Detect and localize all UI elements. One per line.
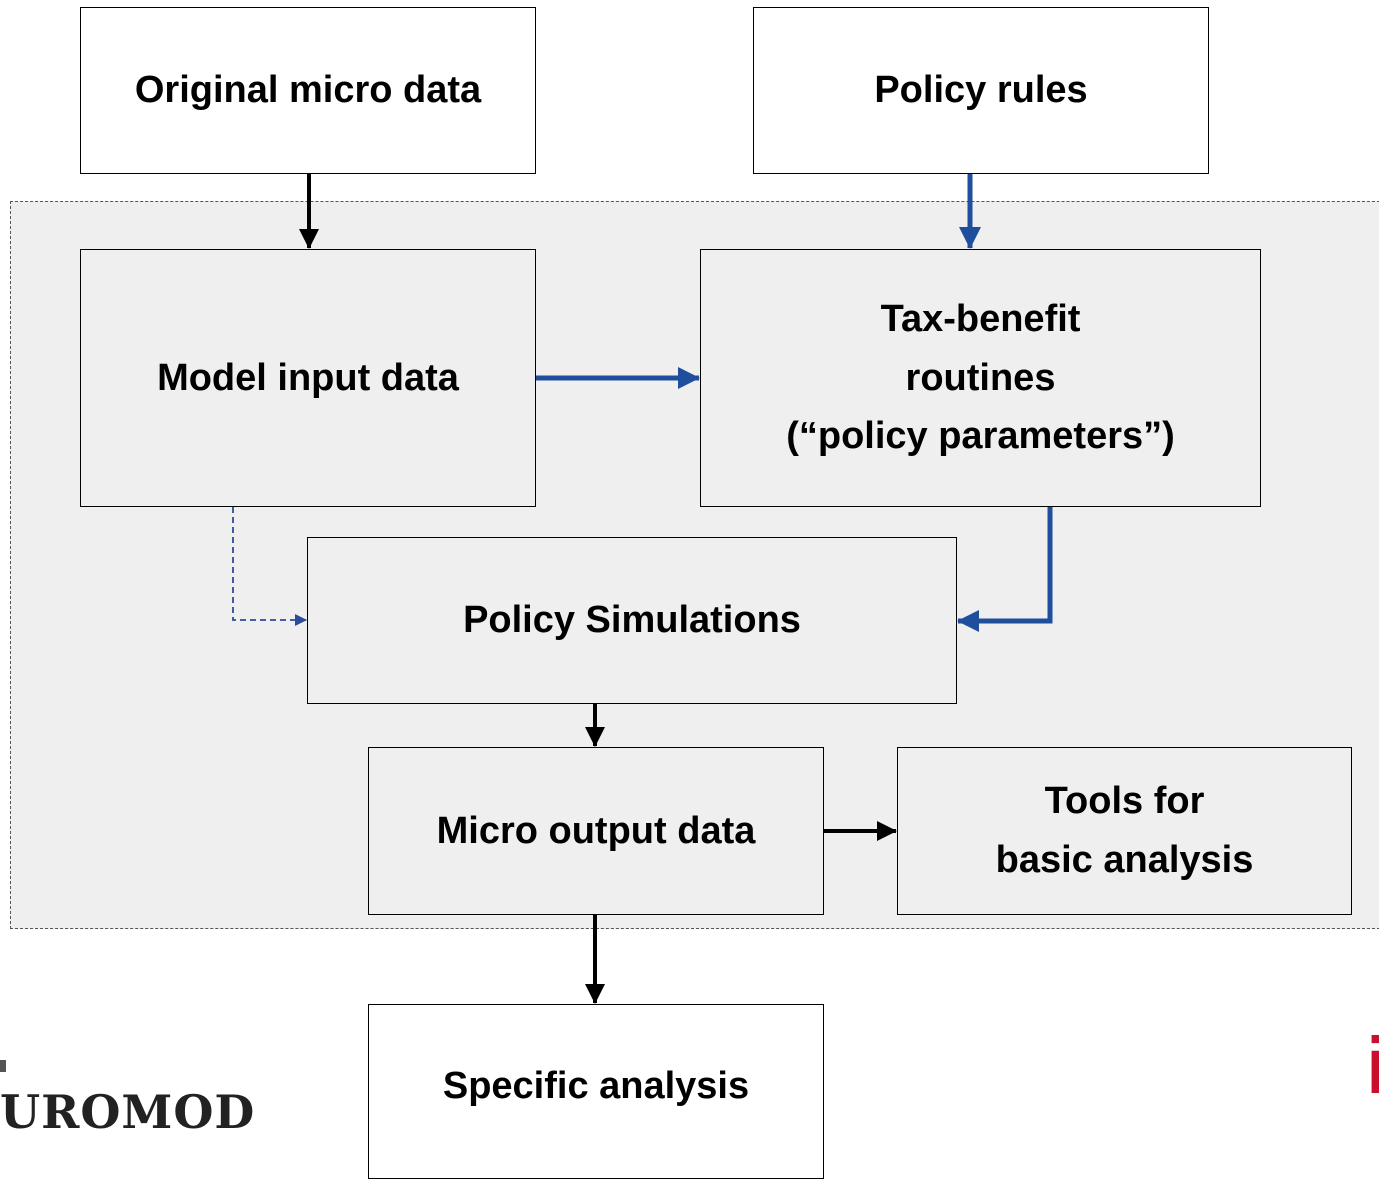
dashed-arrow-model-input-to-simulations — [232, 507, 307, 626]
micro-output-data-box: Micro output data — [368, 747, 824, 915]
model-input-data-box: Model input data — [80, 249, 536, 507]
right-logo-partial: i — [1366, 1021, 1379, 1110]
original-micro-data-box: Original micro data — [80, 7, 536, 174]
tax-benefit-label-line3: (“policy parameters”) — [786, 415, 1175, 458]
tools-basic-analysis-box: Tools for basic analysis — [897, 747, 1352, 915]
tools-label-line1: Tools for — [1044, 780, 1205, 823]
policy-rules-label: Policy rules — [874, 69, 1088, 112]
policy-simulations-label: Policy Simulations — [463, 599, 801, 642]
policy-simulations-box: Policy Simulations — [307, 537, 957, 704]
original-micro-data-label: Original micro data — [134, 69, 482, 112]
tools-label-line2: basic analysis — [995, 839, 1254, 881]
tax-benefit-label-line2: routines — [905, 356, 1056, 399]
micro-output-data-label: Micro output data — [436, 809, 756, 852]
tax-benefit-routines-box: Tax-benefit routines (“policy parameters… — [700, 249, 1261, 507]
tax-benefit-label-line1: Tax-benefit — [880, 297, 1081, 340]
specific-analysis-label: Specific analysis — [442, 1065, 750, 1107]
partial-logo-fragment-top — [0, 1060, 6, 1072]
specific-analysis-box: Specific analysis — [368, 1004, 824, 1179]
policy-rules-box: Policy rules — [753, 7, 1209, 174]
model-input-data-label: Model input data — [157, 356, 459, 399]
euromod-logo-partial: UROMOD — [0, 1085, 256, 1139]
arrow-tax-benefit-to-simulations — [957, 507, 1053, 632]
